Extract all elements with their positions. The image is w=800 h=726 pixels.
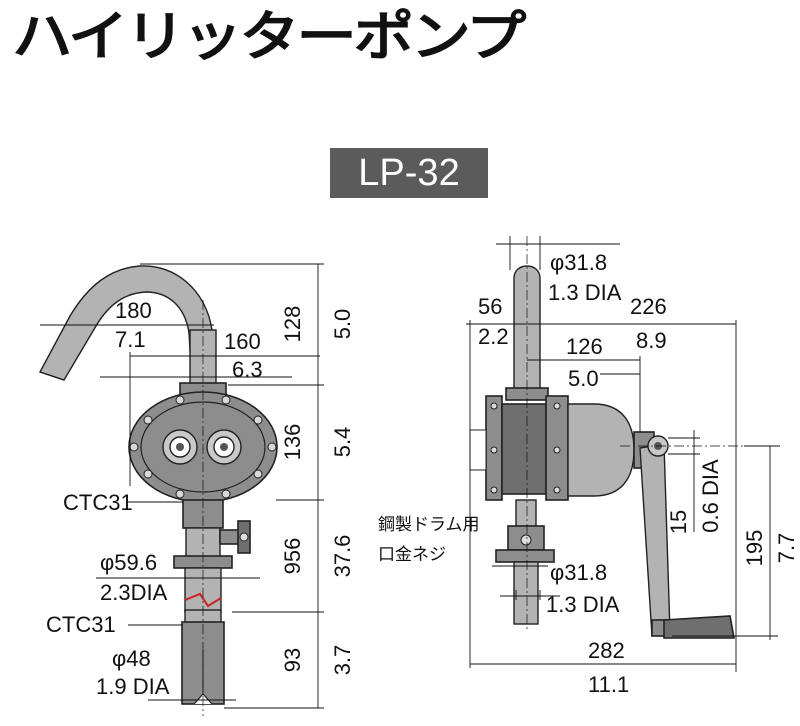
dim-126: 126	[566, 334, 603, 359]
dim-136: 136	[280, 424, 305, 461]
dim-phi-48: φ48	[112, 646, 151, 671]
dim-phi-31-8-bottom: φ31.8	[550, 560, 607, 585]
dim-93: 93	[280, 648, 305, 672]
ctc-bottom-label: CTC31	[46, 612, 116, 637]
crank-grip	[663, 615, 735, 639]
dim-160: 160	[224, 329, 261, 354]
dim-1-9-dia: 1.9 DIA	[96, 674, 170, 699]
bung-nut-side	[495, 549, 555, 563]
valve-handle	[219, 520, 251, 554]
dim-2-2: 2.2	[478, 324, 509, 349]
gear-cover	[567, 403, 635, 497]
dim-0-6-dia: 0.6 DIA	[698, 459, 723, 533]
front-view: 180 7.1 160 6.3 CTC31 φ59.6 2.3DIA CTC31…	[38, 263, 355, 716]
dim-11-1: 11.1	[588, 672, 629, 697]
ctc-top-label: CTC31	[63, 490, 133, 515]
dim-956: 956	[280, 538, 305, 575]
dim-2-3-dia: 2.3DIA	[100, 580, 168, 605]
dim-7-1: 7.1	[115, 327, 146, 352]
dim-180: 180	[115, 298, 152, 323]
model-badge: LP-32	[330, 148, 488, 198]
rotor-ports	[162, 429, 242, 465]
dim-282: 282	[588, 638, 625, 663]
dim-5-4: 5.4	[330, 427, 355, 458]
dim-1-3-dia-bottom: 1.3 DIA	[546, 592, 620, 617]
dim-3-7: 3.7	[330, 645, 355, 676]
dim-6-3: 6.3	[232, 357, 263, 382]
dim-56: 56	[478, 294, 502, 319]
dim-5-0: 5.0	[330, 309, 355, 340]
drum-thread-label-line1: 鋼製ドラム用	[378, 515, 480, 535]
dim-15: 15	[666, 510, 691, 534]
pump-housing	[501, 403, 547, 495]
dim-226: 226	[630, 294, 667, 319]
dim-1-3-dia-top: 1.3 DIA	[548, 280, 622, 305]
dim-8-9: 8.9	[636, 328, 667, 353]
crank-arm	[639, 443, 671, 637]
dim-phi-31-8-top: φ31.8	[550, 250, 607, 275]
drum-thread-label-line2: 口金ネジ	[378, 545, 446, 565]
dim-128: 128	[280, 306, 305, 343]
dim-7-7: 7.7	[774, 533, 799, 564]
side-view: φ31.8 1.3 DIA 56 2.2 226 8.9 126 5.0 鋼製ド…	[378, 236, 799, 697]
dim-195: 195	[742, 530, 767, 567]
dim-37-6: 37.6	[330, 535, 355, 578]
page-title: ハイリッターポンプ	[12, 5, 526, 68]
dim-5-0-side: 5.0	[568, 366, 599, 391]
dim-phi-59-6: φ59.6	[100, 550, 157, 575]
